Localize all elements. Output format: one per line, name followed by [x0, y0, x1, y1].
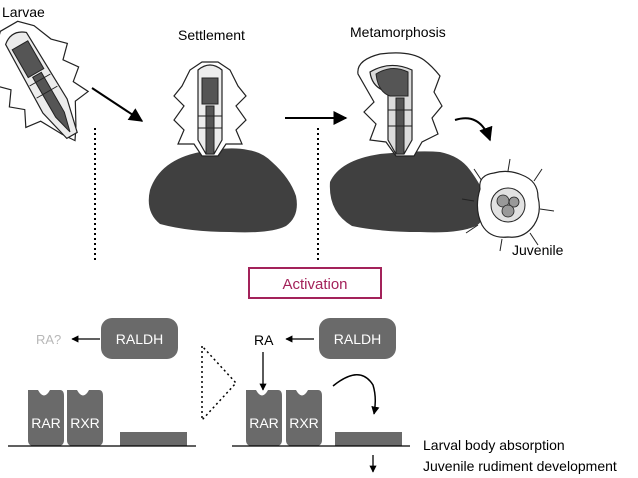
metamorphosing-larva-illustration	[357, 52, 443, 157]
left-rar-label: RAR	[31, 415, 61, 431]
left-rxr-receptor	[67, 390, 103, 446]
right-raldh-label: RALDH	[334, 331, 381, 347]
right-rxr-receptor	[286, 390, 322, 446]
activation-label: Activation	[282, 276, 347, 293]
right-rar-receptor	[246, 390, 282, 446]
label-settlement: Settlement	[178, 27, 245, 43]
left-rxr-label: RXR	[70, 415, 100, 431]
metamorphosis-substrate-rock	[329, 151, 487, 233]
left-rar-receptor	[28, 390, 64, 446]
left-raldh-label: RALDH	[116, 331, 163, 347]
label-metamorphosis: Metamorphosis	[350, 24, 446, 40]
juvenile-illustration	[461, 158, 555, 252]
right-gene-box	[335, 432, 402, 446]
larva-illustration	[0, 20, 90, 142]
outcome-line-1: Larval body absorption	[423, 437, 565, 453]
left-ra-query: RA?	[36, 332, 61, 347]
transcription-activation-arrow	[332, 374, 380, 415]
label-larvae: Larvae	[2, 4, 45, 20]
settling-larva-illustration	[173, 61, 247, 157]
left-gene-box	[120, 432, 187, 446]
settlement-substrate-rock	[148, 148, 297, 233]
arrow-to-juvenile	[454, 117, 493, 142]
right-raldh-box	[319, 318, 396, 359]
right-ra-label: RA	[254, 332, 274, 348]
label-juvenile: Juvenile	[512, 242, 564, 258]
activation-transition-triangle	[201, 344, 238, 422]
outcome-line-2: Juvenile rudiment development	[423, 458, 617, 474]
right-rxr-label: RXR	[289, 415, 319, 431]
activation-box	[248, 267, 382, 299]
left-raldh-box	[101, 318, 178, 359]
arrow-larvae-to-settlement	[91, 87, 144, 122]
right-rar-label: RAR	[249, 415, 279, 431]
